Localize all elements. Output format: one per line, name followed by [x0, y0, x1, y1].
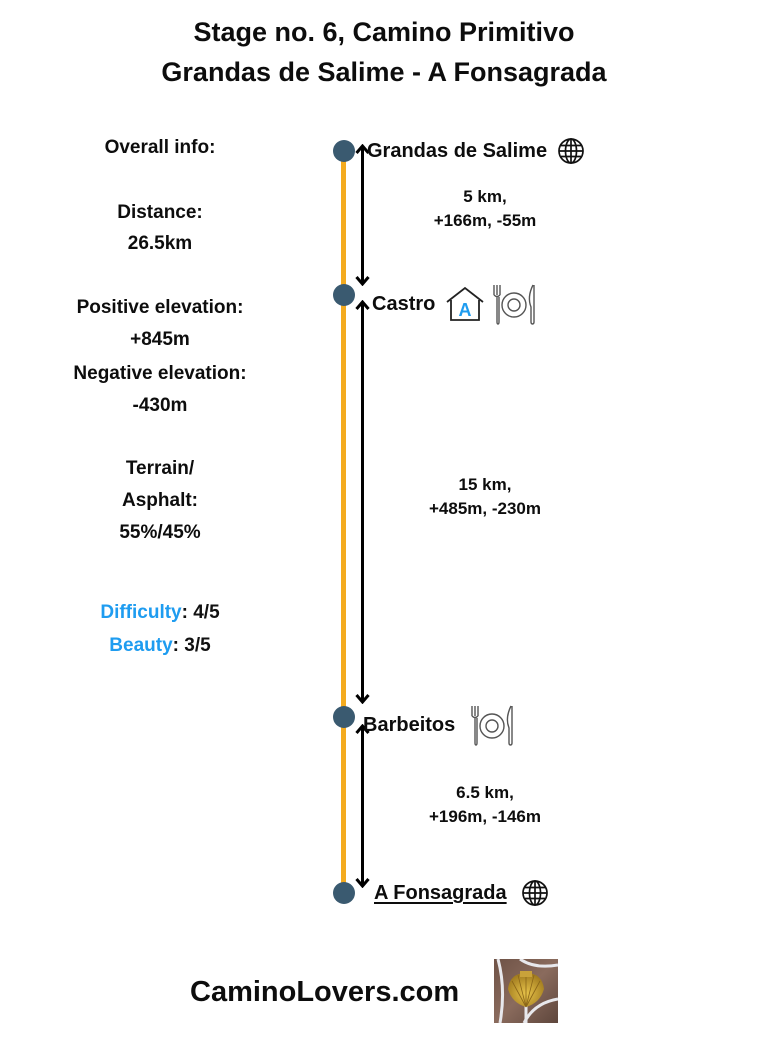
- negative-elevation-label: Negative elevation:: [73, 363, 247, 384]
- albergue-house-icon: A: [446, 286, 484, 321]
- terrain-label-line-1: Terrain/: [125, 458, 195, 479]
- stop-name-link[interactable]: A Fonsagrada: [374, 882, 507, 904]
- difficulty-row: Difficulty: 4/5: [30, 601, 290, 625]
- arrow-up-icon: [355, 724, 370, 734]
- positive-elevation-label: Positive elevation:: [76, 297, 244, 318]
- segment-arrow-3: [355, 724, 370, 888]
- difficulty-value: : 4/5: [181, 602, 220, 623]
- segment-elevation: +166m, -55m: [433, 211, 537, 230]
- page-title-line-1: Stage no. 6, Camino Primitivo: [193, 17, 575, 47]
- beauty-label: Beauty: [109, 635, 173, 656]
- stop-castro: Castro A: [372, 283, 539, 325]
- distance-label: Distance:: [117, 202, 203, 223]
- site-brand[interactable]: CaminoLovers.com: [190, 976, 460, 1008]
- stop-name: Castro: [372, 293, 436, 315]
- arrow-up-icon: [355, 144, 370, 154]
- segment-distance: 6.5 km,: [456, 783, 514, 802]
- positive-elevation-value: +845m: [130, 329, 190, 350]
- stop-a-fonsagrada: A Fonsagrada: [374, 879, 549, 907]
- route-timeline-rail: [341, 150, 346, 894]
- terrain-label-line-2: Asphalt:: [122, 490, 198, 511]
- globe-icon[interactable]: [521, 879, 549, 907]
- stop-name: Grandas de Salime: [367, 140, 548, 162]
- beauty-value: : 3/5: [172, 635, 211, 656]
- globe-icon[interactable]: [557, 137, 585, 165]
- arrow-down-icon: [355, 878, 370, 888]
- segment-2-info: 15 km, +485m, -230m: [380, 473, 590, 521]
- stop-marker-castro: [333, 284, 355, 306]
- stop-grandas-de-salime: Grandas de Salime: [367, 137, 585, 165]
- segment-elevation: +196m, -146m: [429, 807, 541, 826]
- page-title-line-2: Grandas de Salime - A Fonsagrada: [161, 57, 607, 87]
- svg-text:A: A: [459, 300, 472, 320]
- segment-3-info: 6.5 km, +196m, -146m: [380, 781, 590, 829]
- distance-value: 26.5km: [127, 233, 193, 254]
- scallop-shell-logo-icon: [494, 959, 558, 1023]
- terrain-value: 55%/45%: [119, 522, 201, 543]
- stop-barbeitos: Barbeitos: [363, 704, 517, 746]
- stop-marker-barbeitos: [333, 706, 355, 728]
- segment-arrow-1: [355, 144, 370, 286]
- arrow-down-icon: [355, 694, 370, 704]
- negative-elevation-value: -430m: [132, 395, 188, 416]
- segment-distance: 15 km,: [458, 475, 512, 494]
- segment-1-info: 5 km, +166m, -55m: [380, 185, 590, 233]
- overall-info-heading: Overall info:: [104, 137, 216, 158]
- difficulty-label: Difficulty: [100, 602, 182, 623]
- stop-marker-grandas: [333, 140, 355, 162]
- restaurant-plate-icon: [471, 705, 513, 746]
- segment-distance: 5 km,: [463, 187, 507, 206]
- beauty-row: Beauty: 3/5: [30, 634, 290, 658]
- arrow-down-icon: [355, 276, 370, 286]
- segment-arrow-2: [355, 300, 370, 704]
- arrow-up-icon: [355, 300, 370, 310]
- stop-marker-fonsagrada: [333, 882, 355, 904]
- stop-name: Barbeitos: [363, 714, 456, 736]
- restaurant-plate-icon: [493, 284, 536, 325]
- segment-elevation: +485m, -230m: [429, 499, 541, 518]
